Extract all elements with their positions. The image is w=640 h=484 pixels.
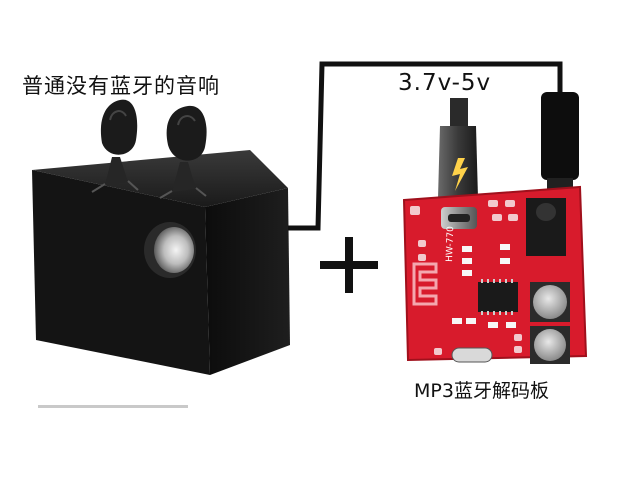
divider [38, 405, 188, 408]
voltage-label: 3.7v-5v [398, 70, 492, 96]
board-model-silk: HW-770 [445, 226, 456, 262]
tweeter-right [159, 105, 207, 199]
plus-sign [320, 237, 378, 293]
antenna-trace [412, 262, 438, 306]
tweeter-left [91, 99, 139, 193]
crystal [451, 347, 493, 363]
speaker-port [154, 227, 194, 273]
usb-cable [438, 98, 478, 210]
capacitor-lower [530, 326, 570, 364]
board-label: MP3蓝牙解码板 [414, 380, 549, 402]
capacitor-upper [530, 282, 570, 322]
ic-chip [478, 282, 518, 312]
speaker-box [32, 150, 290, 375]
speaker-label: 普通没有蓝牙的音响 [22, 74, 220, 98]
lightning-icon [452, 158, 468, 191]
decoder-board: HW-770 [402, 185, 588, 364]
audio-cable [288, 61, 563, 231]
